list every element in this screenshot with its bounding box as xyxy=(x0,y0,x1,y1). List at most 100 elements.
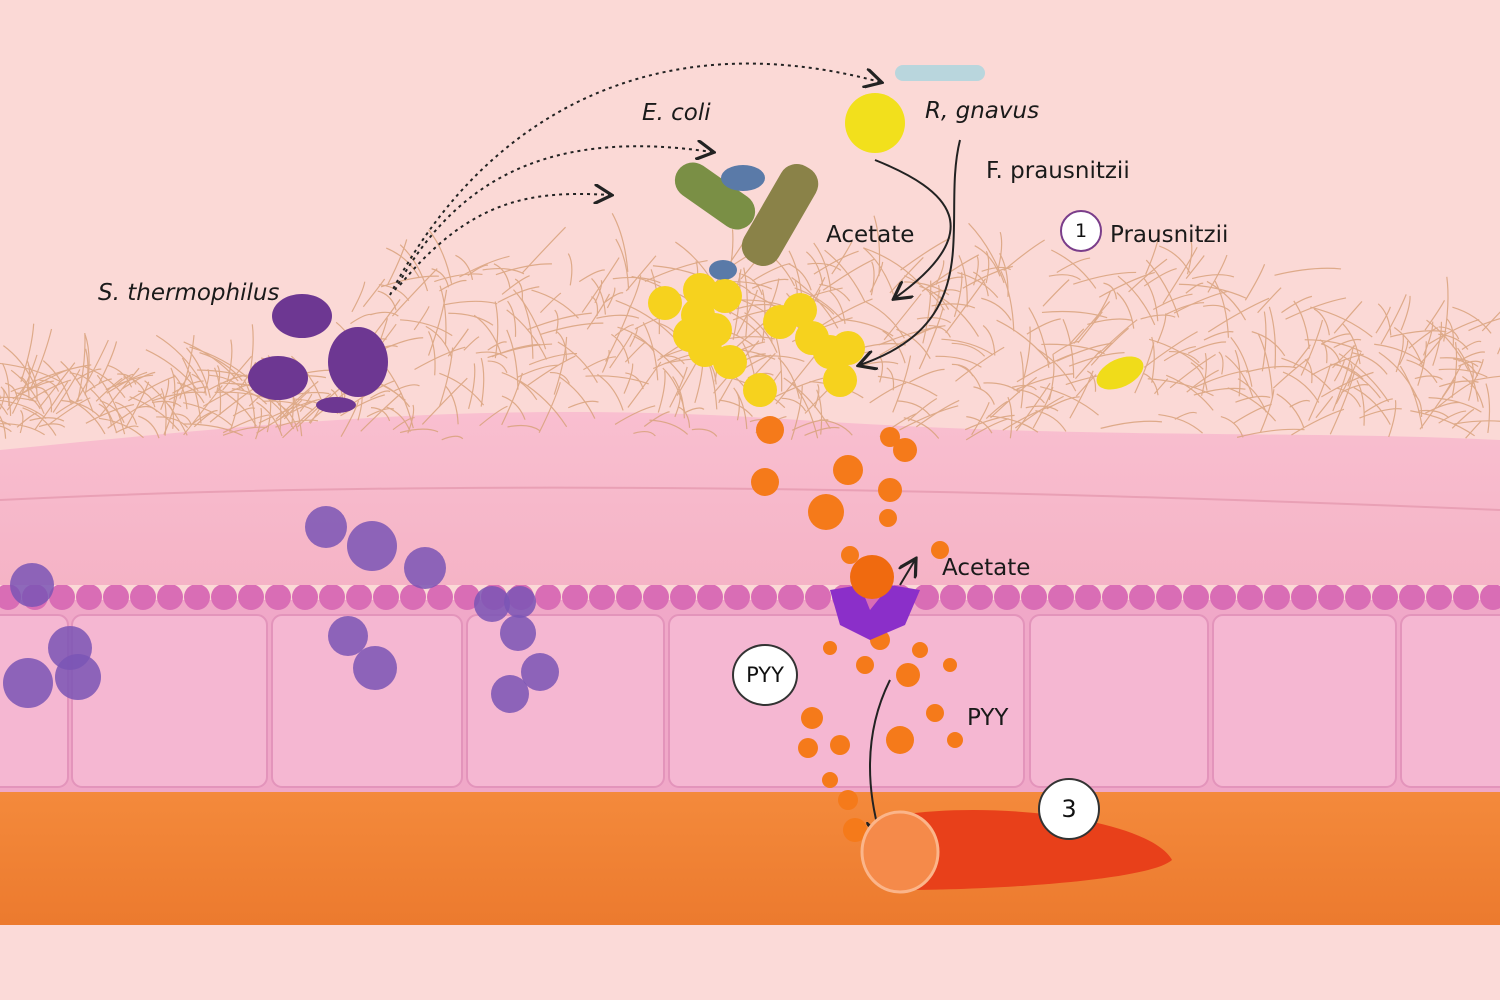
microvillus xyxy=(238,584,264,610)
fiber-strand xyxy=(1214,280,1230,338)
fiber-strand xyxy=(1347,363,1353,387)
label-pyy: PYY xyxy=(967,705,1009,731)
fiber-strand xyxy=(497,286,540,304)
label-e-coli: E. coli xyxy=(642,100,711,126)
fiber-strand xyxy=(879,357,884,383)
fiber-strand xyxy=(1142,372,1159,396)
fiber-strand xyxy=(822,258,875,291)
fiber-strand xyxy=(831,241,853,275)
fiber-strand xyxy=(170,367,176,407)
fiber-strand xyxy=(181,357,202,424)
fiber-strand xyxy=(443,300,498,306)
fiber-strand xyxy=(996,319,1051,364)
fiber-strand xyxy=(615,299,675,339)
fiber-strand xyxy=(788,263,812,291)
fiber-strand xyxy=(107,393,163,429)
fiber-strand xyxy=(256,401,283,437)
fiber-strand xyxy=(990,376,1038,419)
fiber-strand xyxy=(69,372,96,389)
fiber-strand xyxy=(586,293,611,330)
fiber-strand xyxy=(501,372,523,426)
microvillus xyxy=(1291,584,1317,610)
fiber-strand xyxy=(507,424,541,432)
fiber-strand xyxy=(1332,345,1355,412)
fiber-strand xyxy=(0,394,2,400)
pyy-molecule xyxy=(838,790,858,810)
fiber-strand xyxy=(366,408,395,418)
fiber-strand xyxy=(813,250,859,275)
fiber-strand xyxy=(427,289,448,356)
fiber-strand xyxy=(1497,346,1500,355)
fiber-strand xyxy=(191,373,207,396)
fiber-strand xyxy=(350,313,372,325)
fiber-strand xyxy=(1163,345,1196,362)
fiber-strand xyxy=(594,280,603,304)
fiber-strand xyxy=(69,399,106,435)
label-s-thermophilus: S. thermophilus xyxy=(98,280,280,306)
fiber-strand xyxy=(138,415,160,439)
fiber-strand xyxy=(1408,327,1438,349)
fiber-strand xyxy=(973,386,995,405)
fiber-strand xyxy=(385,406,411,433)
fiber-strand xyxy=(399,244,429,292)
fiber-strand xyxy=(1227,387,1277,422)
fiber-strand xyxy=(75,368,102,381)
fiber-strand xyxy=(1293,300,1310,350)
fiber-strand xyxy=(1103,282,1118,300)
pyy-molecule xyxy=(841,546,859,564)
fiber-strand xyxy=(447,328,469,357)
pyy-molecule xyxy=(801,707,823,729)
fiber-strand xyxy=(29,328,53,391)
pyy-molecule xyxy=(886,726,914,754)
fiber-strand xyxy=(611,213,629,273)
fiber-strand xyxy=(115,425,139,434)
fiber-strand xyxy=(957,364,982,390)
fiber-strand xyxy=(870,261,875,296)
fiber-strand xyxy=(493,263,511,288)
immune-cell xyxy=(353,646,397,690)
fiber-strand xyxy=(1452,306,1492,334)
pyy-molecule xyxy=(823,641,837,655)
fiber-strand xyxy=(945,278,987,334)
fiber-strand xyxy=(1191,274,1235,280)
fiber-strand xyxy=(936,294,979,337)
fiber-strand xyxy=(380,275,439,288)
bacteria xyxy=(248,65,1144,413)
fiber-strand xyxy=(1134,342,1155,394)
fiber-strand xyxy=(1377,303,1392,336)
fiber-strand xyxy=(479,405,508,427)
fiber-strand xyxy=(750,355,805,362)
fiber-strand xyxy=(1424,401,1460,414)
fiber-strand xyxy=(1380,294,1407,345)
fiber-strand xyxy=(1165,374,1214,411)
fiber-strand xyxy=(614,405,656,425)
fiber-strand xyxy=(1313,308,1330,336)
fiber-strand xyxy=(1193,369,1248,389)
fiber-strand xyxy=(98,341,118,384)
pyy-molecule xyxy=(880,427,900,447)
fiber-strand xyxy=(743,267,748,338)
fiber-strand xyxy=(1230,336,1253,387)
fiber-strand xyxy=(39,362,76,408)
fiber-strand xyxy=(1410,410,1475,437)
pyy-molecule xyxy=(833,455,863,485)
fiber-strand xyxy=(1178,283,1247,299)
pyy-molecule xyxy=(893,438,917,462)
fiber-strand xyxy=(1087,370,1097,392)
fiber-strand xyxy=(1414,375,1443,380)
fiber-strand xyxy=(89,387,117,433)
microvillus xyxy=(1237,584,1263,610)
fiber-strand xyxy=(540,292,562,314)
pyy-molecule xyxy=(798,738,818,758)
fiber-strand xyxy=(156,416,189,429)
fiber-strand xyxy=(299,393,313,413)
fiber-strand xyxy=(43,390,53,413)
fiber-strand xyxy=(928,324,951,338)
fiber-strand xyxy=(951,342,986,357)
pyy-molecule xyxy=(830,735,850,755)
fiber-strand xyxy=(526,355,576,387)
fiber-strand xyxy=(171,413,192,424)
fiber-strand xyxy=(1281,295,1313,314)
fiber-strand xyxy=(1395,335,1404,373)
fiber-strand xyxy=(1453,358,1479,377)
